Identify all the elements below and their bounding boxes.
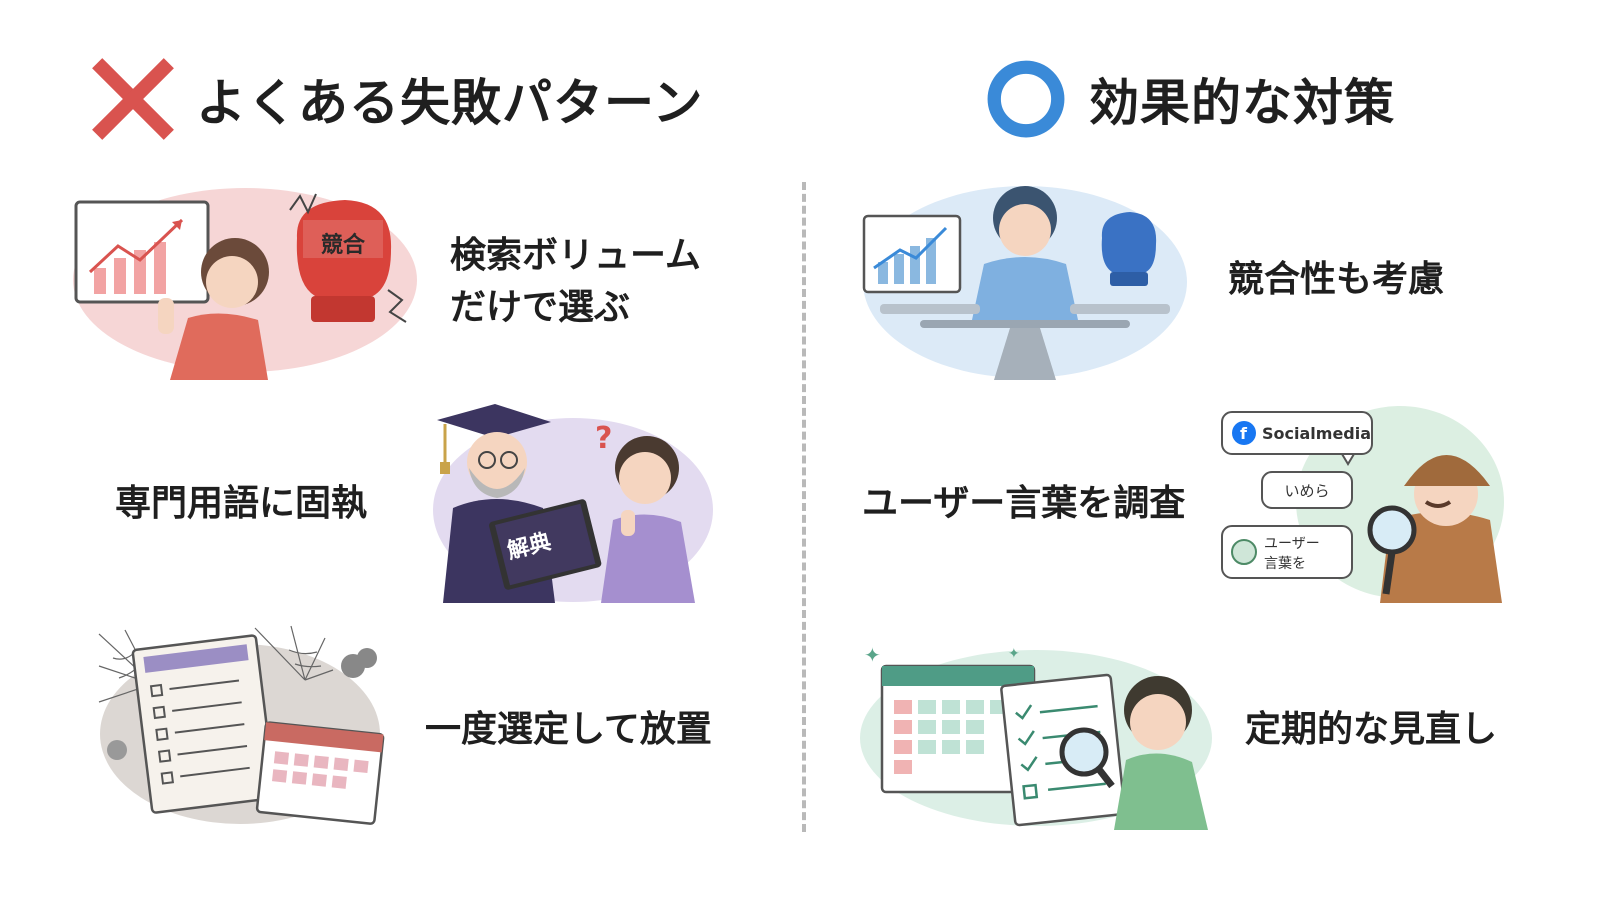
- solution-item-3-label: 定期的な見直し: [1245, 709, 1498, 750]
- glove-label: 競合: [321, 232, 366, 258]
- svg-text:✦: ✦: [1008, 646, 1020, 662]
- balance-scale-illustration: [860, 180, 1190, 385]
- solution-title: 効果的な対策: [1089, 74, 1395, 132]
- social-media-label: Socialmedia: [1262, 424, 1371, 443]
- calendar-review-illustration: ✦ ✦: [858, 640, 1218, 830]
- svg-text:?: ?: [595, 421, 612, 456]
- user-phrase-label: いめら: [1284, 482, 1329, 500]
- user-words-line2: 言葉を: [1264, 556, 1306, 572]
- social-media-bubble: f Socialmedia: [1221, 411, 1373, 466]
- failure-item-1-label: 検索ボリューム だけで選ぶ: [450, 230, 701, 334]
- user-words-bubble: ユーザー 言葉を: [1221, 525, 1353, 579]
- failure-item-1-line2: だけで選ぶ: [450, 287, 631, 328]
- solution-header: 効果的な対策: [985, 58, 1395, 140]
- cross-icon: [92, 58, 174, 140]
- svg-text:f: f: [1240, 424, 1248, 443]
- user-words-line1: ユーザー: [1264, 536, 1320, 552]
- professor-dictionary-illustration: 解典 ?: [425, 398, 715, 603]
- failure-item-3-label: 一度選定して放置: [425, 709, 712, 750]
- cobweb-checklist-calendar-illustration: [95, 622, 385, 827]
- column-divider: [802, 182, 806, 832]
- detective-social-illustration: f Socialmedia いめら ユーザー 言葉を: [1220, 398, 1505, 603]
- failure-item-2-label: 専門用語に固執: [115, 483, 368, 524]
- chart-boxing-glove-illustration: 競合: [70, 180, 420, 380]
- svg-text:✦: ✦: [864, 643, 881, 667]
- failure-title: よくある失敗パターン: [196, 74, 704, 132]
- circle-icon: [987, 60, 1065, 138]
- solution-item-2-label: ユーザー言葉を調査: [862, 483, 1186, 524]
- user-phrase-bubble: いめら: [1261, 471, 1353, 509]
- failure-header: よくある失敗パターン: [92, 58, 704, 140]
- solution-item-1-label: 競合性も考慮: [1228, 259, 1445, 300]
- failure-item-1-line1: 検索ボリューム: [450, 235, 701, 276]
